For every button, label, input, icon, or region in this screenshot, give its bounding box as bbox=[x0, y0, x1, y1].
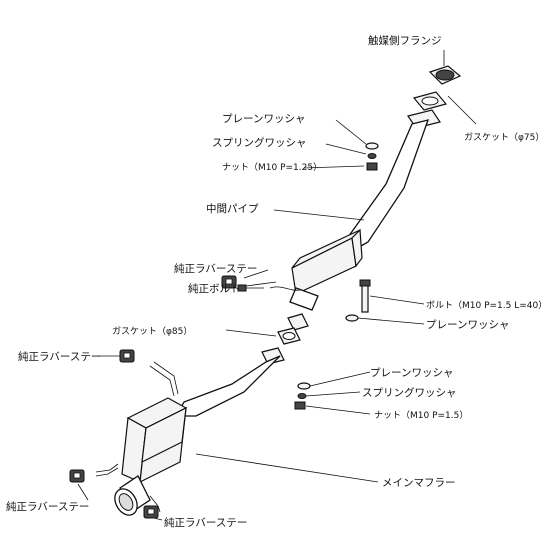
rear-pipe bbox=[174, 355, 281, 417]
label-bolt-right: ボルト（M10 P=1.5 L=40） bbox=[426, 300, 547, 311]
spring-washer-bottom bbox=[297, 393, 307, 399]
rear-pipe-flange bbox=[261, 347, 285, 365]
nut-top bbox=[366, 162, 378, 171]
muffler-hanger-left bbox=[95, 463, 119, 477]
label-oem-stay-bottom-right: 純正ラバーステー bbox=[164, 516, 247, 529]
bolt-right bbox=[359, 279, 371, 313]
label-gasket-85: ガスケット（φ85） bbox=[112, 326, 192, 337]
rubber-stay-top bbox=[221, 275, 237, 289]
rubber-stay-bottom-right bbox=[143, 505, 159, 519]
spring-washer-top bbox=[367, 153, 377, 159]
label-flange: 触媒側フランジ bbox=[368, 34, 442, 47]
nut-bottom bbox=[294, 401, 306, 410]
label-plain-washer-bottom: プレーンワッシャ bbox=[370, 367, 453, 379]
plain-washer-bottom bbox=[297, 382, 311, 390]
label-oem-stay-top: 純正ラバーステー bbox=[174, 262, 257, 275]
muffler-hanger-top bbox=[149, 361, 179, 397]
gasket-75 bbox=[412, 91, 448, 111]
oem-bolt bbox=[237, 284, 264, 292]
label-oem-bolt: 純正ボルト bbox=[188, 282, 241, 295]
resonator bbox=[269, 228, 363, 311]
label-mid-pipe: 中間パイプ bbox=[206, 202, 259, 215]
plain-washer-top bbox=[365, 142, 379, 150]
muffler-hanger-right bbox=[149, 495, 161, 513]
label-spring-washer-bottom: スプリングワッシャ bbox=[362, 386, 457, 399]
rubber-stay-left bbox=[119, 349, 135, 363]
label-plain-washer-right: プレーンワッシャ bbox=[426, 319, 509, 331]
label-nut-top: ナット（M10 P=1.25） bbox=[222, 162, 322, 173]
label-oem-stay-bottom-left: 純正ラバーステー bbox=[6, 500, 89, 513]
label-plain-washer-top: プレーンワッシャ bbox=[222, 113, 305, 125]
label-gasket-75: ガスケット（φ75） bbox=[464, 132, 544, 143]
main-muffler bbox=[114, 397, 188, 516]
label-main-muffler: メインマフラー bbox=[382, 477, 456, 489]
label-oem-stay-left: 純正ラバーステー bbox=[18, 350, 101, 363]
mid-pipe-lower-flange bbox=[287, 313, 309, 331]
label-spring-washer-top: スプリングワッシャ bbox=[212, 136, 307, 149]
plain-washer-right bbox=[345, 314, 359, 322]
label-nut-bottom: ナット（M10 P=1.5） bbox=[374, 410, 468, 421]
leader-lines bbox=[77, 50, 477, 521]
rubber-stay-bottom-left bbox=[69, 469, 85, 483]
catalyst-flange bbox=[428, 65, 462, 85]
gasket-85 bbox=[277, 327, 301, 345]
